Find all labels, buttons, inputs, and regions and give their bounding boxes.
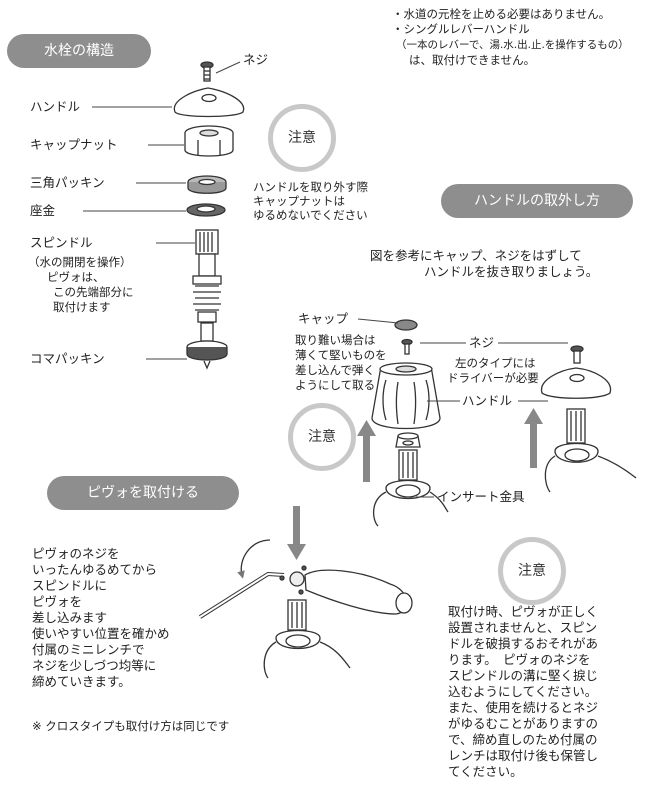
washer-part <box>186 203 226 217</box>
label-spindle-note1: （水の開閉を操作） <box>28 255 132 269</box>
caution-badge-2: 注意 <box>288 403 356 471</box>
attach-step-line5: 差し込みます <box>32 610 108 625</box>
faucet-body-right <box>544 408 637 493</box>
caution3-line5: スピンドルの溝に堅く捩じ <box>448 668 599 683</box>
label-triangle-packing: 三角パッキン <box>30 175 105 190</box>
label-removal-screw: ネジ <box>469 335 495 350</box>
handle-removal-diagram <box>371 319 637 527</box>
attach-step-line7: 付属のミニレンチで <box>32 642 145 657</box>
caution-badge-3: 注意 <box>498 537 566 605</box>
attach-step-line8: ネジを少しづつ均等に <box>32 658 157 673</box>
hard-note-line1: 取り難い場合は <box>295 333 376 347</box>
handle-part <box>173 87 245 118</box>
faucet-body-left <box>373 449 449 527</box>
label-spindle: スピンドル <box>30 235 93 250</box>
pivo-spout-part <box>279 565 413 615</box>
top-note-line2: ・シングルレバーハンドル <box>392 22 530 36</box>
label-spindle-note3: この先端部分に <box>53 285 134 299</box>
caution3-line6: 込むようにしてください。 <box>448 684 598 699</box>
top-note-line4: は、取付けできません。 <box>409 53 536 67</box>
caution3-line11: てください。 <box>448 764 523 779</box>
caution-badge-1: 注意 <box>268 104 336 172</box>
hex-wrench-part <box>198 571 285 619</box>
cross-type-note: ※ クロスタイプも取付け方は同じです <box>32 719 230 733</box>
koma-packing-part <box>186 322 228 370</box>
exploded-faucet-diagram <box>173 61 245 370</box>
remove-instruction-line1: 図を参考にキャップ、ネジをはずして <box>370 248 582 263</box>
caution3-line1: 取付け時、ピヴォが正しく <box>448 604 599 619</box>
top-note-line1: ・水道の元栓を止める必要はありません。 <box>392 7 611 21</box>
faucet-body-bottom <box>263 599 351 679</box>
attach-step-line4: ピヴォを <box>32 594 83 609</box>
spindle-part <box>192 229 222 323</box>
label-cap: キャップ <box>298 311 349 326</box>
label-spindle-note4: 取付けます <box>53 300 111 314</box>
structure-leader-lines <box>83 61 241 360</box>
remove-instruction-line2: ハンドルを抜き取りましょう。 <box>424 264 599 279</box>
triangle-packing-part <box>187 175 227 194</box>
section-attach-title: ピヴォを取付ける <box>47 476 239 510</box>
rotate-arrow-icon <box>237 539 271 579</box>
up-arrow-right-icon <box>524 408 543 468</box>
left-type-line1: 左のタイプには <box>455 356 536 370</box>
section-structure-title: 水栓の構造 <box>7 34 151 68</box>
screw-part <box>200 61 214 82</box>
cap-part <box>394 319 418 331</box>
label-removal-handle: ハンドル <box>462 393 513 408</box>
removal-screw-part <box>401 338 413 355</box>
t-handle-part <box>541 345 612 399</box>
up-arrow-left-icon <box>357 420 376 482</box>
attach-step-line9: 締めていきます。 <box>32 674 131 689</box>
caution1-line1: ハンドルを取り外す際 <box>253 180 368 194</box>
attach-step-line2: いったんゆるめてから <box>32 562 158 577</box>
hard-note-line4: ようにして取る <box>295 378 376 392</box>
section-remove-title: ハンドルの取外し方 <box>441 184 633 218</box>
attach-step-line6: 使いやすい位置を確かめ <box>32 626 170 641</box>
attach-step-line3: スピンドルに <box>32 578 108 593</box>
caution3-line9: で、締め直しのため付属の <box>448 732 598 747</box>
label-screw: ネジ <box>243 52 269 67</box>
caution1-line2: キャップナットは <box>253 194 345 208</box>
label-spindle-note2: ピヴォは、 <box>47 270 105 284</box>
caution1-line3: ゆるめないでください <box>253 208 368 222</box>
caution3-line7: また、使用を続けるとネジ <box>448 700 599 715</box>
caution3-line4: ります。 ピヴォのネジを <box>448 652 591 667</box>
left-type-line2: ドライバーが必要 <box>447 371 539 385</box>
label-insert-fitting: インサート金具 <box>437 489 525 504</box>
label-handle: ハンドル <box>30 99 81 114</box>
attach-step-line1: ピヴォのネジを <box>32 546 120 561</box>
down-arrow-icon <box>287 506 306 560</box>
caution3-line3: ドルを破損するおそれがあ <box>448 636 599 651</box>
caution3-line10: レンチは取付け後も保管し <box>448 748 599 763</box>
pivo-attach-diagram <box>198 506 413 679</box>
knob-handle-part <box>371 362 441 430</box>
label-washer: 座金 <box>30 203 56 218</box>
caution3-line2: 設置されませんと、スピン <box>448 620 598 635</box>
removal-leader-lines <box>357 318 568 498</box>
label-cap-nut: キャップナット <box>30 137 118 152</box>
cap-nut-part <box>184 125 234 157</box>
top-note-line3: （一本のレバーで、湯.水.出.止.を操作するもの） <box>396 39 629 51</box>
caution3-line8: がゆるむことがありますの <box>448 716 599 731</box>
insert-fitting-part <box>395 432 421 448</box>
hard-note-line3: 差し込んで弾く <box>295 363 375 377</box>
hard-note-line2: 薄くて堅いものを <box>295 348 387 362</box>
label-koma-packing: コマパッキン <box>30 351 105 366</box>
